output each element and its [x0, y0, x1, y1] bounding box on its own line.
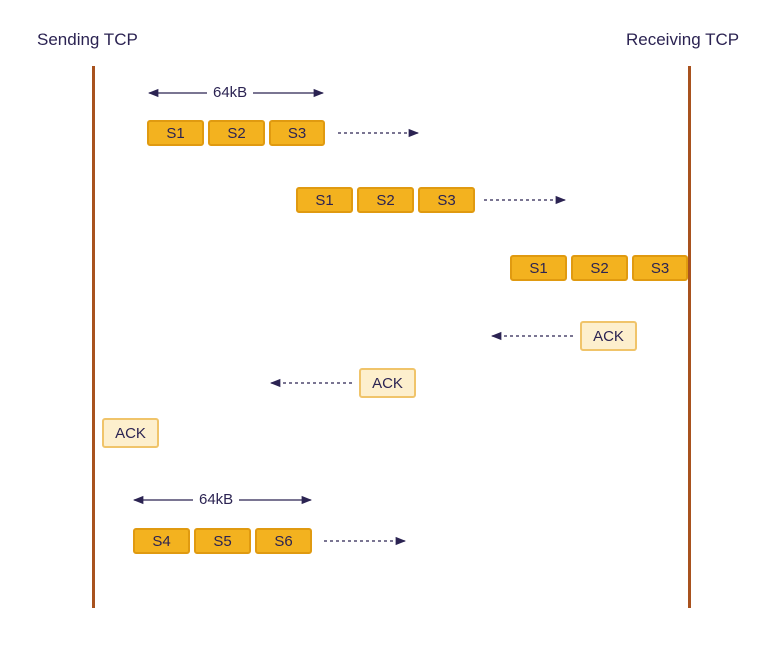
segment-box: S5 [194, 528, 251, 554]
window-size-label: 64kB [207, 84, 254, 101]
receiver-label: Receiving TCP [626, 30, 740, 49]
ack-box: ACK [102, 418, 159, 448]
segment-box: S2 [208, 120, 265, 146]
sender-lifeline [92, 66, 95, 608]
sender-label: Sending TCP [37, 30, 138, 49]
segment-box: S1 [296, 187, 353, 213]
segment-box: S2 [571, 255, 628, 281]
segment-box: S3 [269, 120, 325, 146]
segment-box: S6 [255, 528, 312, 554]
segment-box: S2 [357, 187, 414, 213]
segment-box: S1 [147, 120, 204, 146]
ack-box: ACK [580, 321, 637, 351]
receiver-lifeline [688, 66, 691, 608]
window-size-label: 64kB [193, 491, 240, 508]
segment-box: S4 [133, 528, 190, 554]
ack-box: ACK [359, 368, 416, 398]
segment-box: S3 [418, 187, 475, 213]
segment-box: S3 [632, 255, 688, 281]
segment-box: S1 [510, 255, 567, 281]
